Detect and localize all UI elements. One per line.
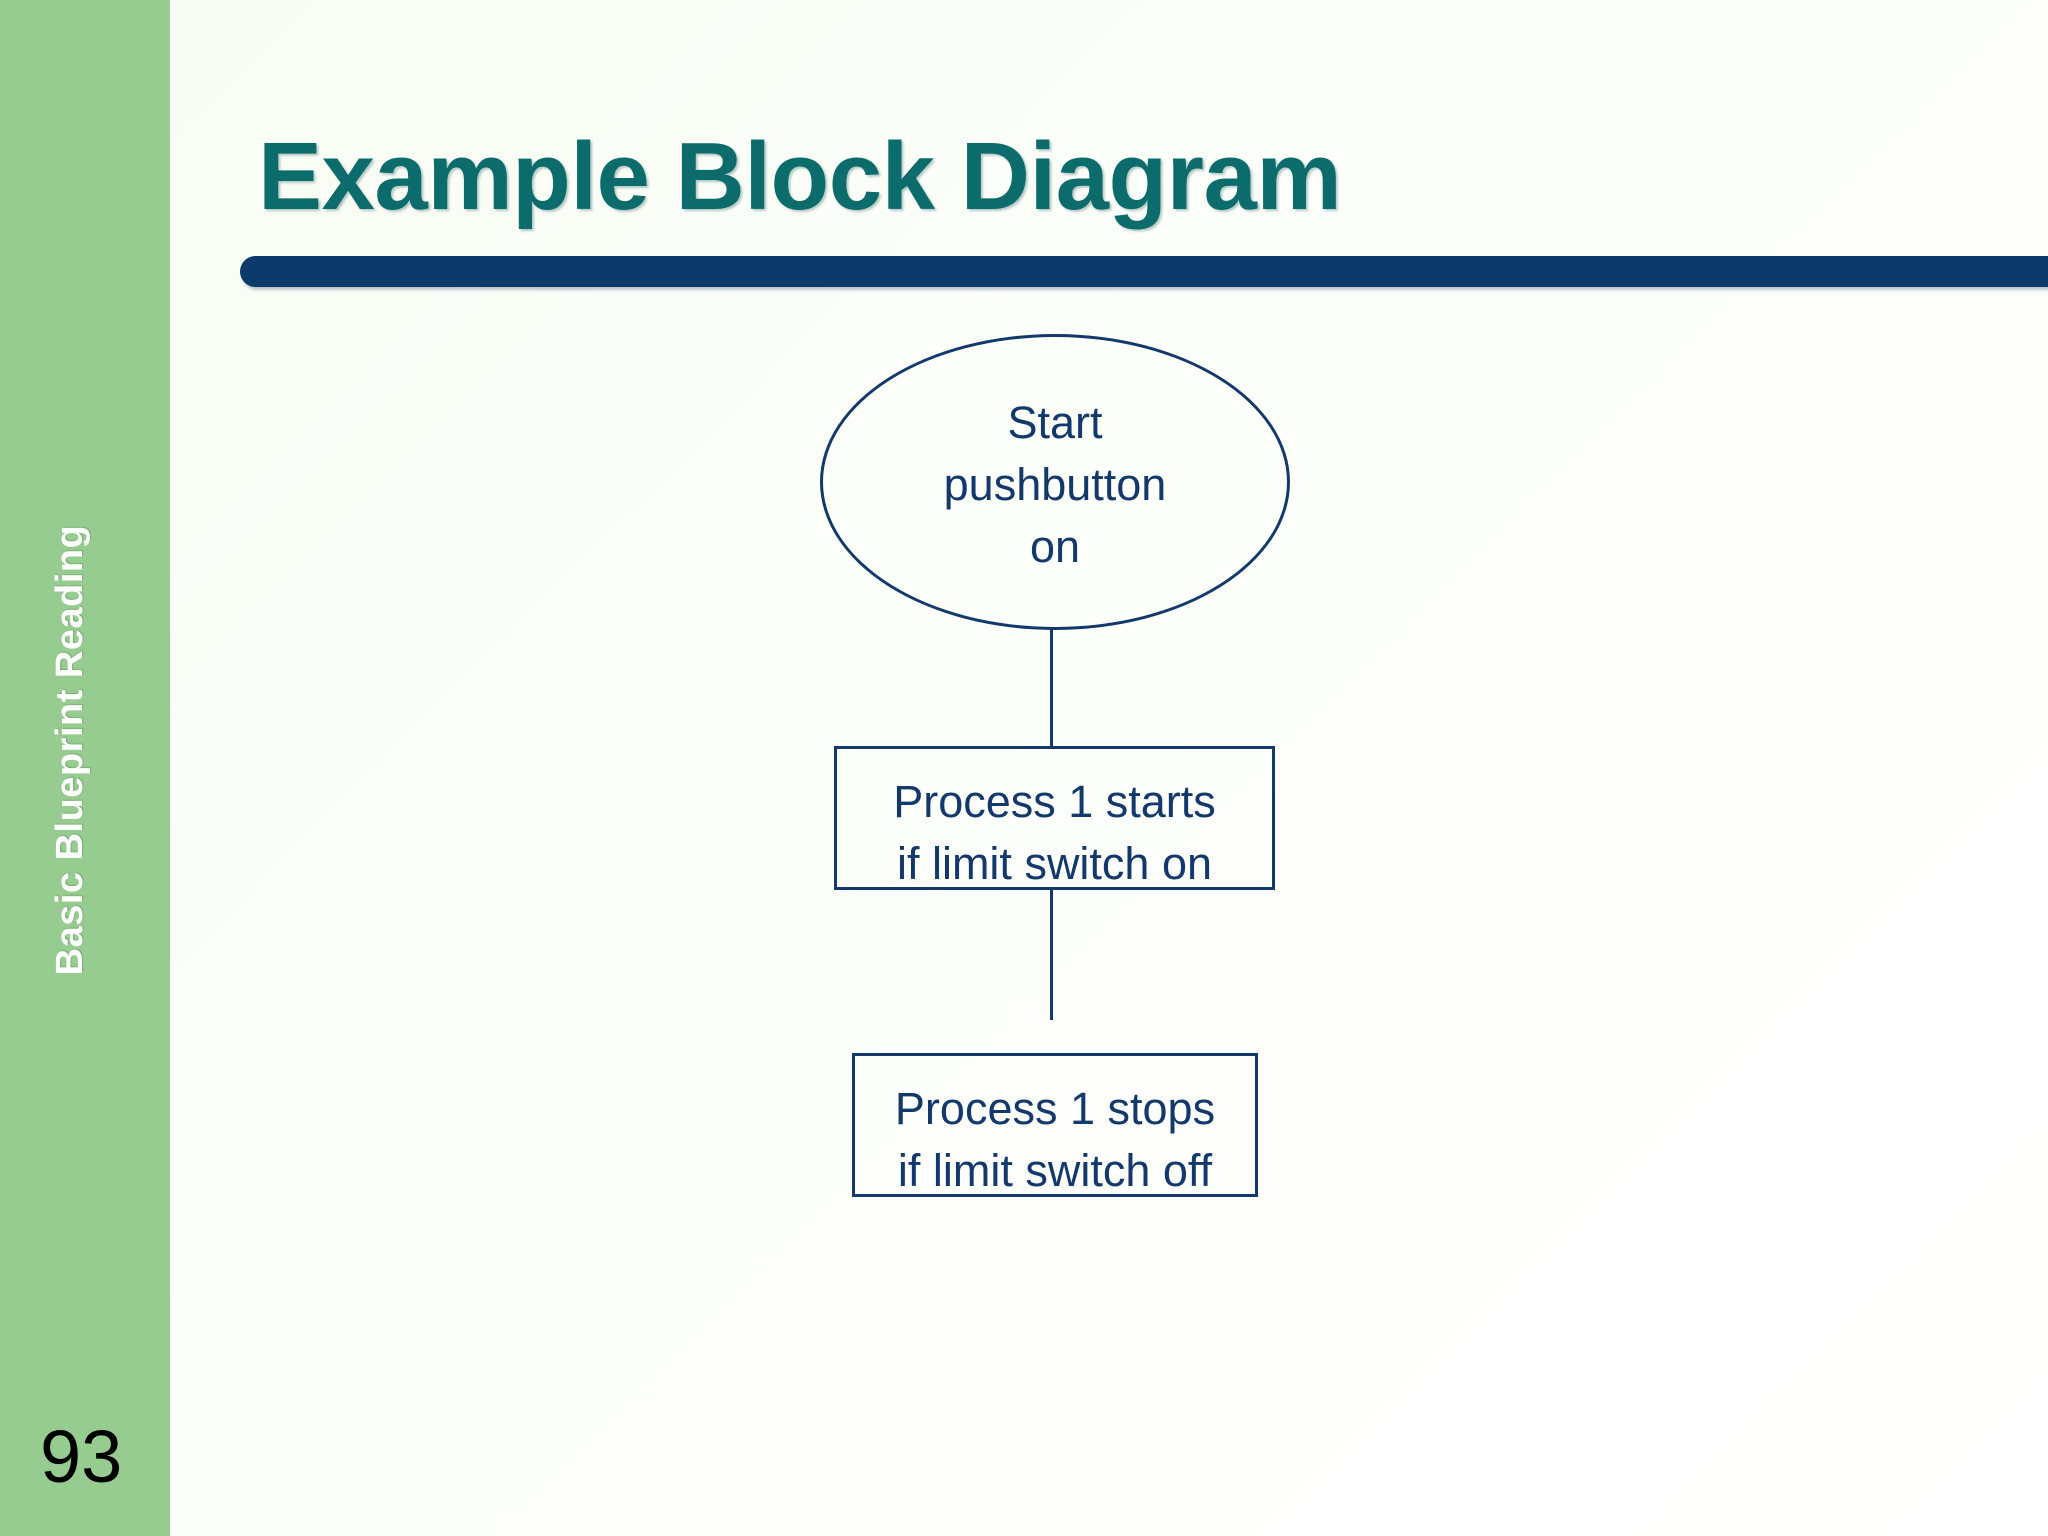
flowchart-node-process-1-start-label: Process 1 starts if limit switch on [893,776,1216,889]
flowchart-node-process-1-start [834,746,1275,890]
flowchart-node-start-pushbutton [820,334,1290,630]
left-sidebar: Basic Blueprint Reading 93 [0,0,170,1536]
flowchart-node-process-1-stop [852,1053,1258,1197]
flowchart-node-start-pushbutton-label: Start pushbutton on [943,397,1167,572]
page-title: Example Block Diagram [258,123,1342,230]
sidebar-course-title: Basic Blueprint Reading [48,524,91,976]
flowchart-node-process-1-stop-label: Process 1 stops if limit switch off [894,1083,1216,1196]
connector-process1-to-process1-stop [1050,890,1053,1020]
title-underline-bar [240,256,2048,287]
connector-start-to-process1 [1050,628,1053,748]
page-number: 93 [40,1415,123,1498]
